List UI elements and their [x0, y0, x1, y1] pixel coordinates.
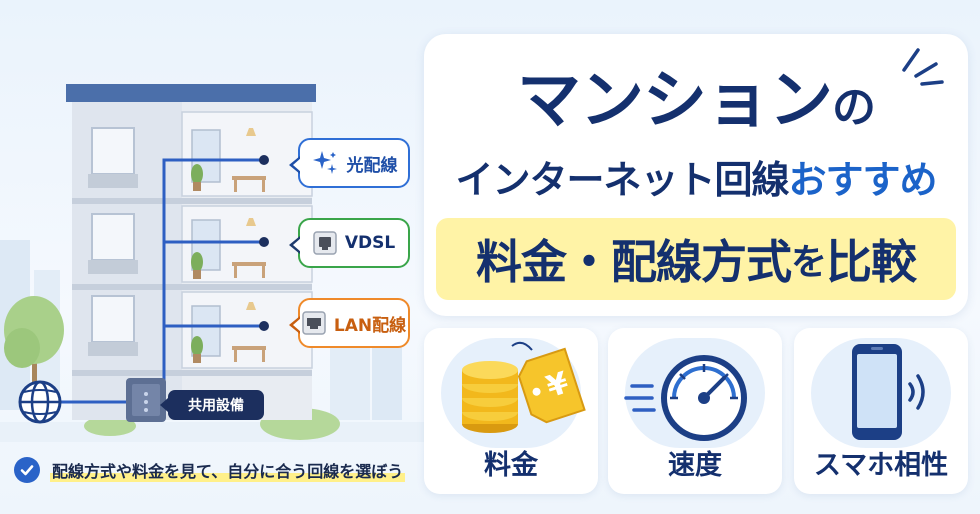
emphasis-lines-icon	[902, 48, 944, 86]
footnote: 配線方式や料金を見て、自分に合う回線を選ぼう	[14, 452, 406, 488]
check-icon	[14, 457, 40, 483]
callout-hikari: 光配線	[289, 138, 410, 188]
title-line2-accent: おすすめ	[788, 158, 938, 202]
title-particle: の	[832, 82, 876, 133]
smartphone-icon	[852, 344, 925, 440]
building-illustration	[0, 84, 430, 442]
subtitle-main: 料金・配線方式	[475, 235, 792, 289]
page-title: マンションの	[424, 56, 968, 153]
lan-port-icon	[302, 311, 326, 335]
title-main: マンション	[517, 64, 833, 138]
shared-equipment-box	[126, 378, 166, 422]
globe-icon	[18, 380, 62, 424]
callout-lan: LAN配線	[289, 298, 410, 348]
subtitle-end: 比較	[826, 235, 917, 289]
sparkle-icon	[312, 151, 337, 174]
callout-vdsl: VDSL	[289, 218, 410, 268]
feature-card-smartphone: スマホ相性	[794, 328, 968, 494]
feature-price-label: 料金	[484, 450, 538, 481]
coins-price-tag-icon: ¥	[462, 341, 586, 433]
feature-card-price: ¥ 料金	[424, 328, 598, 494]
subtitle-box: 料金・配線方式を比較	[436, 218, 956, 300]
callout-vdsl-label: VDSL	[344, 233, 396, 253]
feature-card-speed: 速度	[608, 328, 782, 494]
callout-lan-label: LAN配線	[333, 315, 407, 336]
footnote-text: 配線方式や料金を見て、自分に合う回線を選ぼう	[50, 458, 406, 482]
feature-speed-label: 速度	[668, 450, 722, 481]
title-line2: インターネット回線おすすめ	[424, 152, 968, 208]
callout-hikari-label: 光配線	[346, 155, 398, 176]
phone-jack-icon	[313, 231, 337, 255]
speedometer-icon	[624, 355, 747, 441]
feature-smartphone-label: スマホ相性	[813, 450, 949, 481]
tree-left	[4, 296, 64, 400]
title-line2-main: インターネット回線	[455, 158, 789, 202]
shared-equipment-label: 共用設備	[160, 390, 264, 420]
title-card: マンションの インターネット回線おすすめ 料金・配線方式を比較	[424, 34, 968, 316]
subtitle-particle: を	[790, 242, 827, 283]
